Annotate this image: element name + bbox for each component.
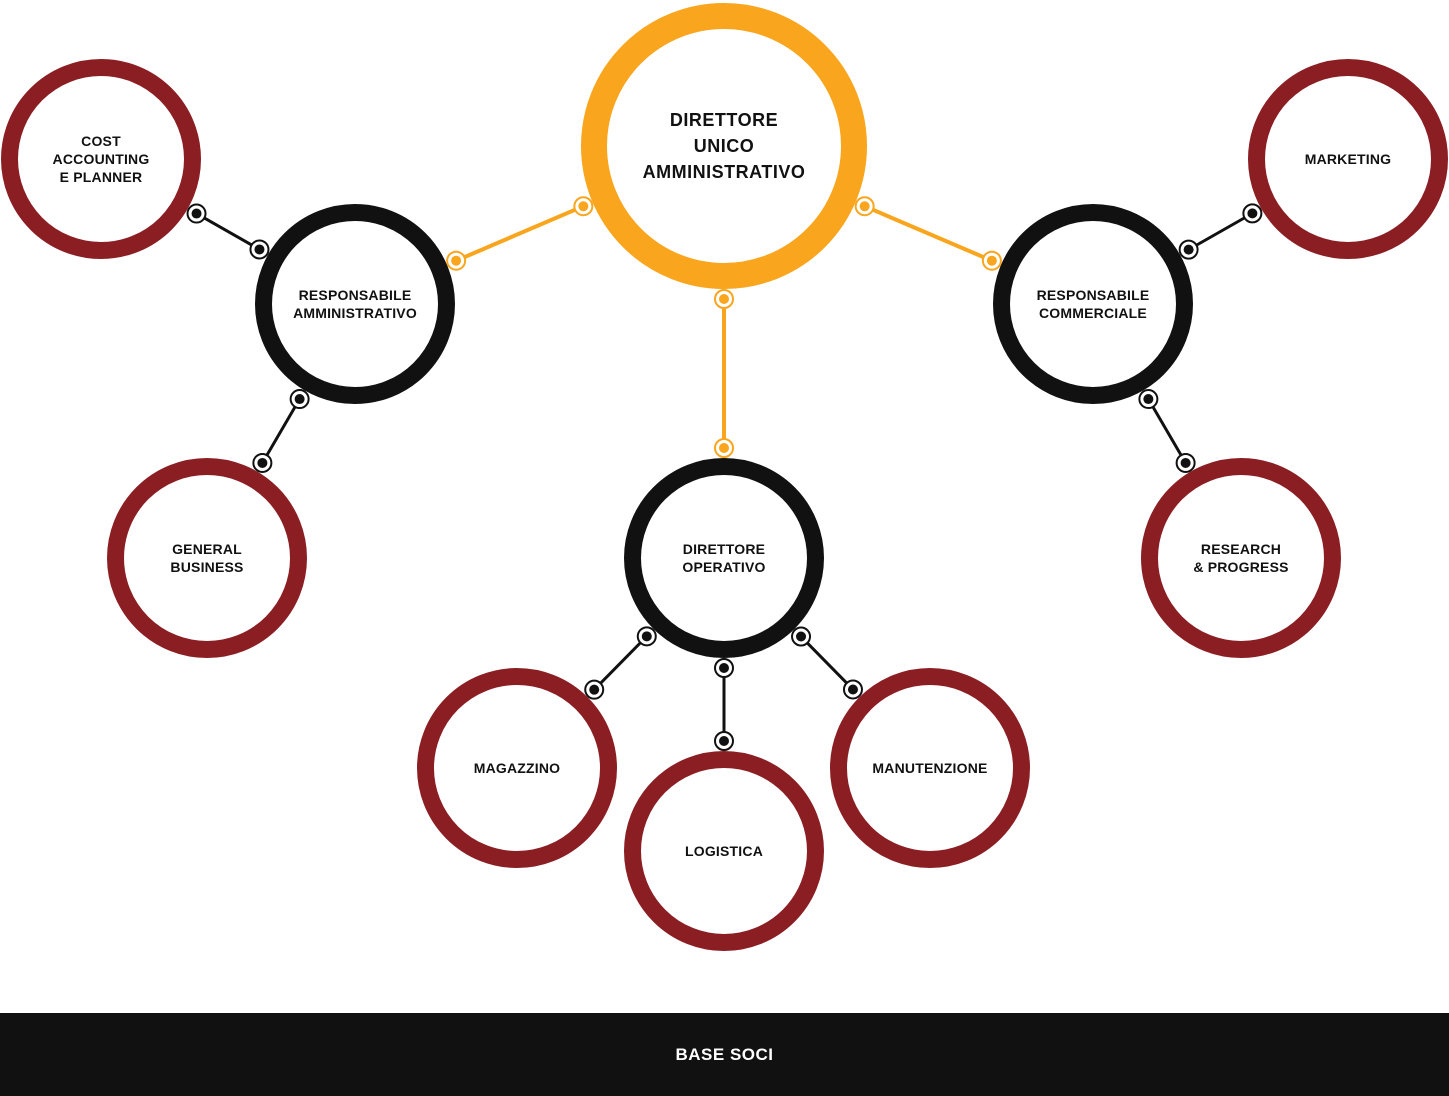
connector-direttore-unico-to-responsabile-commerciale-start-dot	[859, 201, 870, 212]
connector-direttore-operativo-to-magazzino-start-dot	[641, 631, 652, 642]
node-cost-accounting: COST ACCOUNTING E PLANNER	[1, 59, 201, 259]
node-logistica: LOGISTICA	[624, 751, 824, 951]
node-responsabile-amministrativo: RESPONSABILE AMMINISTRATIVO	[255, 204, 455, 404]
node-label-responsabile-amministrativo: RESPONSABILE AMMINISTRATIVO	[293, 287, 417, 321]
connector-direttore-operativo-to-magazzino-line	[593, 635, 648, 691]
connector-responsabile-amministrativo-to-cost-accounting-start-dot	[254, 244, 265, 255]
connector-responsabile-amministrativo-to-cost-accounting-line	[195, 212, 261, 251]
footer-bar: BASE SOCI	[0, 1013, 1449, 1096]
connector-responsabile-commerciale-to-research-progress-end-dot	[1180, 457, 1191, 468]
connector-responsabile-amministrativo-to-general-business-end-dot	[257, 457, 268, 468]
connector-responsabile-commerciale-to-marketing-line	[1187, 212, 1254, 251]
connector-direttore-operativo-to-manutenzione-start-dot	[796, 631, 807, 642]
connector-responsabile-commerciale-to-marketing-start-dot	[1183, 244, 1194, 255]
connector-direttore-unico-to-responsabile-commerciale-end-dot	[986, 255, 997, 266]
node-magazzino: MAGAZZINO	[417, 668, 617, 868]
connector-responsabile-commerciale-to-research-progress-line	[1147, 398, 1187, 464]
node-label-direttore-unico: DIRETTORE UNICO AMMINISTRATIVO	[642, 110, 806, 182]
node-label-manutenzione: MANUTENZIONE	[872, 760, 988, 776]
footer-label: BASE SOCI	[675, 1044, 774, 1064]
connector-direttore-operativo-to-logistica-start-dot	[719, 663, 729, 673]
connector-direttore-unico-to-responsabile-amministrativo-end-dot	[451, 255, 462, 266]
node-responsabile-commerciale: RESPONSABILE COMMERCIALE	[993, 204, 1193, 404]
connector-direttore-unico-to-direttore-operativo-start-dot	[719, 294, 729, 304]
connector-direttore-operativo-to-logistica-end-dot	[719, 736, 729, 746]
connector-responsabile-commerciale-to-marketing-end-dot	[1247, 208, 1258, 219]
connector-responsabile-amministrativo-to-general-business-line	[261, 398, 301, 464]
connector-responsabile-amministrativo-to-cost-accounting-end-dot	[191, 208, 202, 219]
connector-responsabile-commerciale-to-research-progress-start-dot	[1143, 394, 1154, 405]
node-label-cost-accounting: COST ACCOUNTING E PLANNER	[52, 133, 150, 185]
connector-layer	[186, 196, 1263, 751]
connector-direttore-unico-to-responsabile-amministrativo-line	[455, 204, 585, 263]
connector-direttore-operativo-to-manutenzione-line	[799, 635, 855, 691]
node-label-marketing: MARKETING	[1304, 151, 1392, 167]
connector-responsabile-amministrativo-to-general-business-start-dot	[294, 394, 305, 405]
connector-direttore-operativo-to-magazzino-end-dot	[589, 684, 600, 695]
node-manutenzione: MANUTENZIONE	[830, 668, 1030, 868]
node-marketing: MARKETING	[1248, 59, 1448, 259]
node-direttore-unico-amministrativo: DIRETTORE UNICO AMMINISTRATIVO	[581, 3, 867, 289]
node-label-logistica: LOGISTICA	[684, 843, 764, 859]
node-label-responsabile-commerciale: RESPONSABILE COMMERCIALE	[1036, 287, 1150, 321]
node-label-general-business: GENERAL BUSINESS	[170, 541, 244, 575]
node-research-progress: RESEARCH & PROGRESS	[1141, 458, 1341, 658]
node-general-business: GENERAL BUSINESS	[107, 458, 307, 658]
node-label-research-progress: RESEARCH & PROGRESS	[1193, 541, 1289, 575]
connector-direttore-operativo-to-manutenzione-end-dot	[847, 684, 858, 695]
connector-direttore-unico-to-direttore-operativo-end-dot	[719, 443, 729, 453]
connector-direttore-unico-to-responsabile-amministrativo-start-dot	[578, 201, 589, 212]
node-label-direttore-operativo: DIRETTORE OPERATIVO	[682, 541, 766, 575]
node-direttore-operativo: DIRETTORE OPERATIVO	[624, 458, 824, 658]
connector-direttore-unico-to-responsabile-commerciale-line	[863, 204, 993, 263]
node-label-magazzino: MAGAZZINO	[473, 760, 561, 776]
